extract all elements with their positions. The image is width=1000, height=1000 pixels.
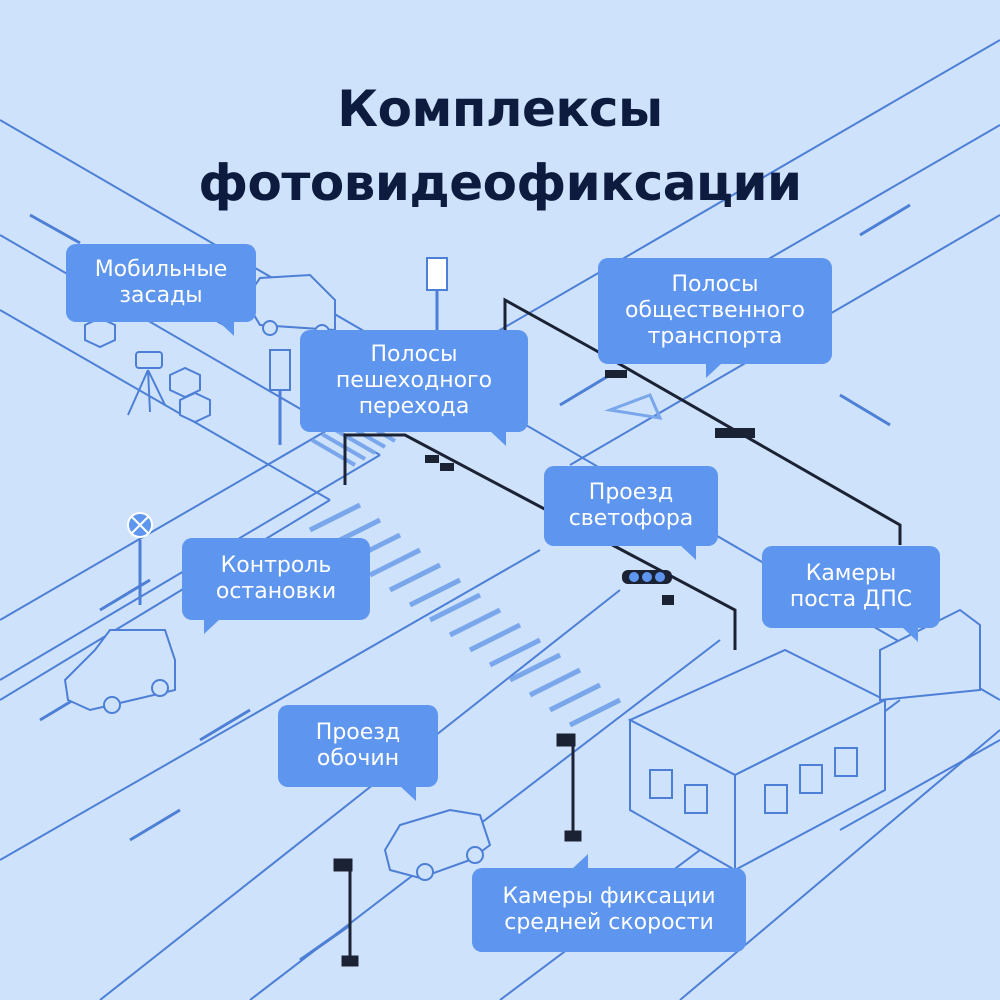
- road-sign-pedestrian: [426, 257, 448, 330]
- callout-line: пешеходного: [335, 368, 493, 393]
- callout-line: Проезд: [315, 720, 401, 745]
- callout-stop-control: Контроль остановки: [182, 538, 370, 634]
- tripod-camera: [84, 316, 211, 424]
- traffic-light-lamps: [629, 572, 665, 582]
- callout-line: Полосы: [671, 272, 759, 297]
- callout-line: остановки: [215, 579, 337, 604]
- gantry-poles: [343, 297, 902, 650]
- callout-line: транспорта: [647, 324, 783, 349]
- car-left: [63, 629, 176, 714]
- callout-shoulder-driving: Проезд обочин: [278, 705, 438, 801]
- callout-line: общественного: [625, 298, 805, 323]
- dps-post-building: [627, 608, 981, 872]
- road-sign-no-stopping: [127, 512, 153, 605]
- title-line-2: фотовидеофиксации: [198, 154, 802, 212]
- callout-line: светофора: [568, 506, 694, 531]
- callout-line: обочин: [316, 746, 400, 771]
- callout-dps-post-cameras: Камеры поста ДПС: [762, 546, 940, 642]
- speed-camera-poles: [333, 733, 582, 967]
- callout-line: Проезд: [588, 480, 674, 505]
- crosswalk-lower: [308, 502, 622, 728]
- callout-line: средней скорости: [504, 910, 714, 935]
- callout-line: Контроль: [220, 553, 332, 578]
- callout-traffic-light: Проезд светофора: [544, 466, 718, 560]
- callout-line: Мобильные: [94, 257, 228, 282]
- callout-line: Камеры: [805, 561, 897, 586]
- callout-line: Камеры фиксации: [502, 884, 716, 909]
- car-top-left: [243, 273, 336, 340]
- callout-pedestrian-lanes: Полосы пешеходного перехода: [300, 330, 528, 446]
- callout-line: Полосы: [370, 342, 458, 367]
- callout-line: засады: [119, 283, 203, 308]
- page-title: Комплексы фотовидеофиксации: [0, 72, 1000, 220]
- road-sign-plate: [269, 349, 291, 445]
- callout-average-speed-cameras: Камеры фиксации средней скорости: [472, 854, 746, 952]
- title-line-1: Комплексы: [337, 80, 663, 138]
- callout-line: поста ДПС: [789, 587, 913, 612]
- lane-arrow-marking: [604, 393, 663, 420]
- car-bottom: [383, 808, 492, 881]
- callout-public-transport-lanes: Полосы общественного транспорта: [598, 258, 832, 378]
- callout-mobile-ambush: Мобильные засады: [66, 244, 256, 336]
- callout-line: перехода: [358, 394, 470, 419]
